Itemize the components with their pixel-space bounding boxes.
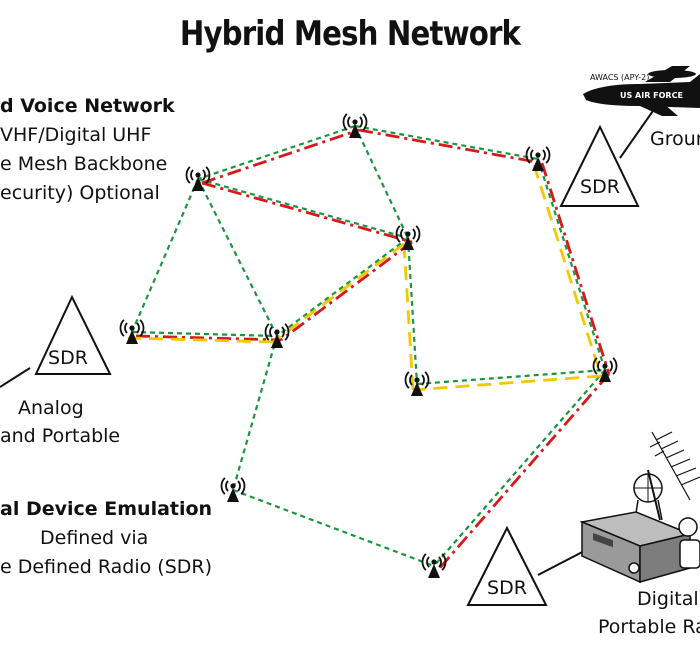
radio-node-icon	[592, 357, 618, 382]
legend-voice-line3: ecurity) Optional	[0, 182, 160, 204]
red-link-A-C	[358, 128, 543, 165]
caption-analog-line2: and Portable	[0, 425, 121, 447]
green-link-A-C	[354, 124, 539, 161]
radio-node-icon	[525, 146, 551, 171]
caption-digital-line1: Digital	[637, 588, 699, 610]
radio-node-icon	[395, 225, 421, 250]
green-link-H-J	[433, 369, 606, 567]
page-title: Hybrid Mesh Network	[179, 14, 521, 54]
sdr-label: SDR	[487, 577, 527, 599]
legend-voice-line1: VHF/Digital UHF	[0, 124, 152, 146]
yellow-link-F-E	[127, 336, 274, 344]
caption-analog-line1: Analog	[18, 397, 84, 419]
red-link-B-A	[201, 128, 360, 185]
green-link-D-F	[276, 237, 409, 337]
legend-voice-line2: e Mesh Backbone	[0, 153, 168, 175]
green-link-E-F	[131, 330, 278, 338]
red-link-C-H	[540, 162, 611, 375]
red-link-B-D	[201, 181, 413, 244]
sdr-unit-top-right: SDR	[559, 107, 656, 207]
radio-nodes	[119, 113, 618, 578]
legend-device-line2: e Defined Radio (SDR)	[0, 556, 212, 578]
red-link-D-F	[280, 240, 413, 342]
green-link-B-F	[197, 178, 278, 337]
yellow-link-C-H	[532, 164, 603, 377]
radio-node-icon	[342, 113, 368, 138]
green-link-A-B	[197, 124, 356, 181]
legend-device-line1: Defined via	[40, 527, 149, 549]
red-link-H-J	[436, 373, 611, 571]
radio-node-icon	[119, 319, 145, 344]
digital-radio-equipment-icon	[579, 431, 700, 584]
legend-device-title: al Device Emulation	[0, 498, 213, 520]
awacs-aircraft-icon: AWACS (APY-2) US AIR FORCE	[583, 66, 700, 116]
green-link-A-D	[354, 125, 409, 239]
radio-node-icon	[264, 323, 290, 348]
radio-node-icon	[185, 166, 211, 191]
legend-voice-title: d Voice Network	[0, 95, 175, 117]
sdr-label: SDR	[48, 347, 88, 369]
yellow-link-D-F	[272, 242, 405, 344]
radio-node-icon	[404, 371, 430, 396]
yellow-link-G-D	[402, 243, 415, 391]
radio-node-icon	[421, 553, 447, 578]
green-link-B-D	[197, 177, 409, 240]
caption-digital-line2: Portable Ra	[598, 616, 700, 638]
green-link-I-J	[232, 488, 435, 568]
sdr-unit-left: SDR	[0, 294, 112, 388]
sdr-unit-bottom: SDR	[466, 525, 591, 606]
yellow-link-H-G	[412, 374, 602, 392]
green-link-C-H	[536, 158, 607, 371]
green-link-B-E	[130, 178, 200, 333]
green-link-F-I	[231, 335, 279, 491]
sdr-label: SDR	[580, 176, 620, 198]
green-link-D-G	[406, 237, 419, 385]
radio-node-icon	[220, 477, 246, 502]
mesh-links	[127, 124, 611, 571]
green-link-G-H	[416, 368, 606, 386]
red-link-E-F	[135, 334, 282, 342]
aircraft-model-label: AWACS (APY-2)	[590, 73, 649, 82]
caption-ground: Groun	[650, 128, 700, 150]
aircraft-marking: US AIR FORCE	[620, 91, 683, 100]
